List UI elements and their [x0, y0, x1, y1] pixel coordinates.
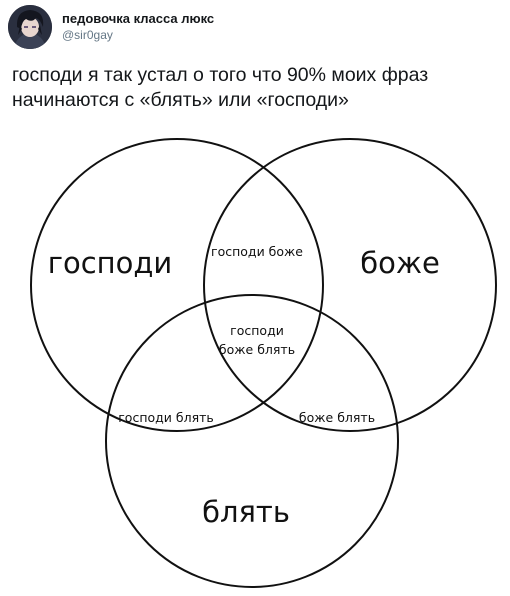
display-name[interactable]: педовочка класса люкс	[62, 11, 215, 26]
venn-circle-bottom	[105, 294, 399, 588]
avatar[interactable]	[8, 5, 52, 49]
venn-label-center: господи	[230, 323, 284, 338]
tweet-text-line: господи я так устал о того что 90% моих …	[12, 64, 429, 86]
venn-circle-right	[203, 138, 497, 432]
venn-label-left-right: господи боже	[211, 244, 303, 259]
venn-label-left: господи	[48, 246, 173, 280]
venn-label-right: боже	[360, 246, 440, 280]
venn-label-right-bottom: боже блять	[299, 410, 375, 425]
venn-label-center: боже блять	[219, 342, 295, 357]
venn-label-left-bottom: господи блять	[118, 410, 214, 425]
venn-label-bottom: блять	[202, 495, 290, 529]
user-handle[interactable]: @sir0gay	[62, 28, 113, 42]
venn-circle-left	[30, 138, 324, 432]
tweet-header: педовочка класса люкс @sir0gay	[8, 4, 214, 50]
venn-diagram-image[interactable]: господи боже блять господи боже господи …	[0, 130, 510, 596]
tweet-text: господи я так устал о того что 90% моих …	[12, 63, 502, 113]
tweet-text-line: начинаются с «блять» или «господи»	[12, 89, 349, 111]
anime-avatar-icon	[8, 5, 52, 49]
user-names: педовочка класса люкс @sir0gay	[62, 11, 214, 43]
